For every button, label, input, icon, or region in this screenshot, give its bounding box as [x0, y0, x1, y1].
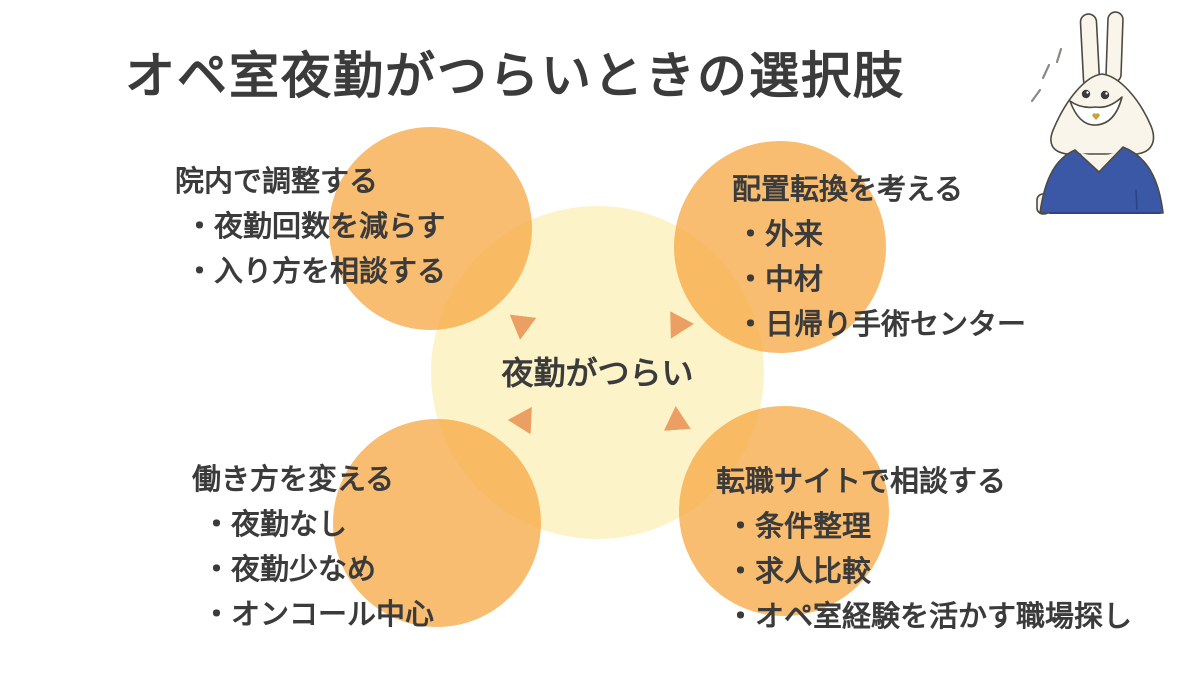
rabbit-right-ear: [1105, 11, 1124, 83]
option-block-in-hospital-adjustment: 院内で調整する ・夜勤回数を減らす ・入り方を相談する: [175, 160, 446, 295]
option-item: ・オンコール中心: [202, 599, 435, 631]
rabbit-mouth: [1069, 96, 1123, 126]
option-item: ・外来: [736, 219, 824, 251]
page-title: オペ室夜勤がつらいときの選択肢: [125, 48, 905, 104]
option-item: ・夜勤回数を減らす: [185, 211, 446, 243]
rabbit-neck: [1079, 151, 1119, 171]
option-item: ・入り方を相談する: [185, 256, 447, 288]
option-circle-bottom-right: [679, 406, 889, 616]
option-heading: 転職サイトで相談する: [716, 466, 1007, 498]
option-item: ・中材: [736, 264, 824, 296]
scrub-top: [1039, 146, 1164, 214]
option-item: ・日帰り手術センター: [736, 309, 1027, 341]
option-item: ・オペ室経験を活かす職場探し: [726, 601, 1133, 633]
option-heading: 配置転換を考える: [732, 174, 964, 206]
option-item: ・条件整理: [726, 511, 872, 543]
sparkle-lines-icon: [1030, 47, 1063, 103]
rabbit-eyes: [1081, 89, 1110, 100]
option-item: ・求人比較: [726, 556, 872, 588]
option-circle-top-right: [674, 141, 886, 353]
option-heading: 院内で調整する: [175, 166, 379, 198]
center-problem-label: 夜勤がつらい: [501, 355, 694, 391]
option-item: ・夜勤少なめ: [202, 554, 377, 586]
option-block-change-workstyle: 働き方を変える ・夜勤なし ・夜勤少なめ ・オンコール中心: [192, 458, 434, 638]
option-block-department-transfer: 配置転換を考える ・外来 ・中材 ・日帰り手術センター: [732, 168, 1026, 348]
option-block-job-change-site: 転職サイトで相談する ・条件整理 ・求人比較 ・オペ室経験を活かす職場探し: [716, 460, 1132, 640]
option-circle-bottom-left: [333, 419, 541, 627]
option-item: ・夜勤なし: [202, 509, 348, 541]
heart-icon: [1092, 113, 1100, 120]
option-circle-top-left: [329, 127, 532, 330]
rabbit-nurse-illustration: [1030, 11, 1164, 215]
option-heading: 働き方を変える: [192, 464, 395, 496]
